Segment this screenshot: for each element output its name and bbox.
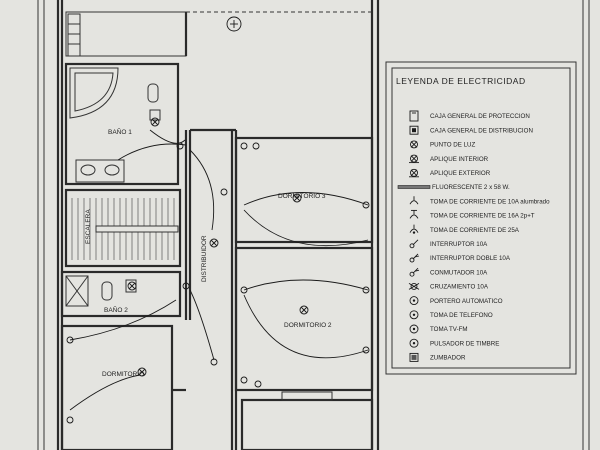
caja-proteccion-icon xyxy=(409,110,419,122)
legend-item: PUNTO DE LUZ xyxy=(410,140,475,149)
dormitorio-label: DORMITORIO xyxy=(102,371,144,378)
legend-item-label: PUNTO DE LUZ xyxy=(430,142,475,149)
aplique-exterior-icon xyxy=(409,168,419,178)
legend-item-label: APLIQUE INTERIOR xyxy=(430,156,489,163)
dormitorio2-room xyxy=(234,246,374,392)
legend-item: CRUZAMIENTO 10A xyxy=(408,282,489,291)
legend-item-label: PULSADOR DE TIMBRE xyxy=(430,340,499,347)
toma-16a-icon xyxy=(409,209,419,219)
legend-item: INTERRUPTOR DOBLE 10A xyxy=(409,253,511,263)
legend-item-label: APLIQUE EXTERIOR xyxy=(430,170,491,177)
legend-title: LEYENDA DE ELECTRICIDAD xyxy=(396,76,526,86)
tv-icon xyxy=(409,324,419,334)
legend-item: CAJA GENERAL DE PROTECCION xyxy=(409,110,530,122)
bano1-room xyxy=(64,62,180,186)
toma-25a-icon xyxy=(409,224,419,234)
dormitorio-room xyxy=(60,324,174,450)
legend-item-label: TOMA TV-FM xyxy=(430,326,468,333)
portero-icon xyxy=(409,296,419,306)
bottom-room xyxy=(240,391,374,450)
legend-item: TOMA TV-FM xyxy=(409,324,468,334)
legend-item-label: INTERRUPTOR DOBLE 10A xyxy=(430,255,511,262)
aplique-interior-icon xyxy=(409,154,419,164)
dormitorio3-label: DORMITORIO 3 xyxy=(278,193,326,200)
interruptor-doble-icon xyxy=(409,253,420,263)
legend-item-label: PORTERO AUTOMATICO xyxy=(430,298,503,305)
terrace-apparatus xyxy=(226,16,242,32)
legend-item-label: CRUZAMIENTO 10A xyxy=(430,284,489,291)
staircase xyxy=(64,188,182,268)
dormitorio3-room xyxy=(234,136,374,244)
interruptor-icon xyxy=(409,239,419,249)
legend-items: CAJA GENERAL DE PROTECCION CAJA GENERAL D… xyxy=(397,110,550,362)
dormitorio2-label: DORMITORIO 2 xyxy=(284,322,332,329)
legend-item: TOMA DE CORRIENTE DE 10A alumbrado xyxy=(409,196,550,205)
legend-item: CONMUTADOR 10A xyxy=(409,267,488,277)
legend-item-label: CAJA GENERAL DE DISTRIBUCION xyxy=(430,127,533,134)
legend-item: TOMA DE TELEFONO xyxy=(409,310,493,320)
escalera-label: ESCALERA xyxy=(85,209,92,244)
cruzamiento-icon xyxy=(408,282,420,290)
legend-item-label: TOMA DE CORRIENTE DE 16A 2p+T xyxy=(430,213,535,220)
zumbador-icon xyxy=(409,352,419,362)
legend-item-label: TOMA DE TELEFONO xyxy=(430,312,493,319)
legend-item-label: CAJA GENERAL DE PROTECCION xyxy=(430,113,530,120)
legend-box xyxy=(385,61,577,375)
conmutador-icon xyxy=(409,267,420,277)
legend-item-label: TOMA DE CORRIENTE DE 25A xyxy=(430,227,520,234)
legend-item: APLIQUE INTERIOR xyxy=(409,154,489,164)
legend-item: TOMA DE CORRIENTE DE 25A xyxy=(409,224,520,234)
legend-item: INTERRUPTOR 10A xyxy=(409,239,488,249)
legend-item-label: FLUORESCENTE 2 x 58 W. xyxy=(432,184,510,191)
caja-distribucion-icon xyxy=(409,125,419,135)
timbre-icon xyxy=(409,338,419,348)
legend-item-label: CONMUTADOR 10A xyxy=(430,269,488,276)
legend-item: PORTERO AUTOMATICO xyxy=(409,296,503,306)
punto-luz-icon xyxy=(410,140,418,149)
legend-item: PULSADOR DE TIMBRE xyxy=(409,338,499,348)
wiring xyxy=(69,129,369,411)
terrace-area xyxy=(65,11,372,57)
bano2-room xyxy=(60,270,182,318)
legend-item-label: TOMA DE CORRIENTE DE 10A alumbrado xyxy=(430,198,550,205)
bano1-label: BAÑO 1 xyxy=(108,127,132,136)
telefono-icon xyxy=(409,310,419,320)
legend-item: ZUMBADOR xyxy=(409,352,466,362)
legend-item-label: ZUMBADOR xyxy=(430,355,466,362)
legend-item: CAJA GENERAL DE DISTRIBUCION xyxy=(409,125,533,135)
toma-10a-icon xyxy=(409,196,419,205)
bano2-label: BAÑO 2 xyxy=(104,305,128,314)
legend-item-label: INTERRUPTOR 10A xyxy=(430,241,488,248)
fluorescente-icon xyxy=(397,185,431,189)
sheet-border xyxy=(37,0,590,450)
legend-item: APLIQUE EXTERIOR xyxy=(409,168,491,178)
legend-item: FLUORESCENTE 2 x 58 W. xyxy=(397,184,510,191)
distribuidor-label: DISTRIBUIDOR xyxy=(201,235,208,282)
legend-item: TOMA DE CORRIENTE DE 16A 2p+T xyxy=(409,209,535,220)
switch-marks xyxy=(66,142,370,424)
light-points xyxy=(127,117,309,377)
